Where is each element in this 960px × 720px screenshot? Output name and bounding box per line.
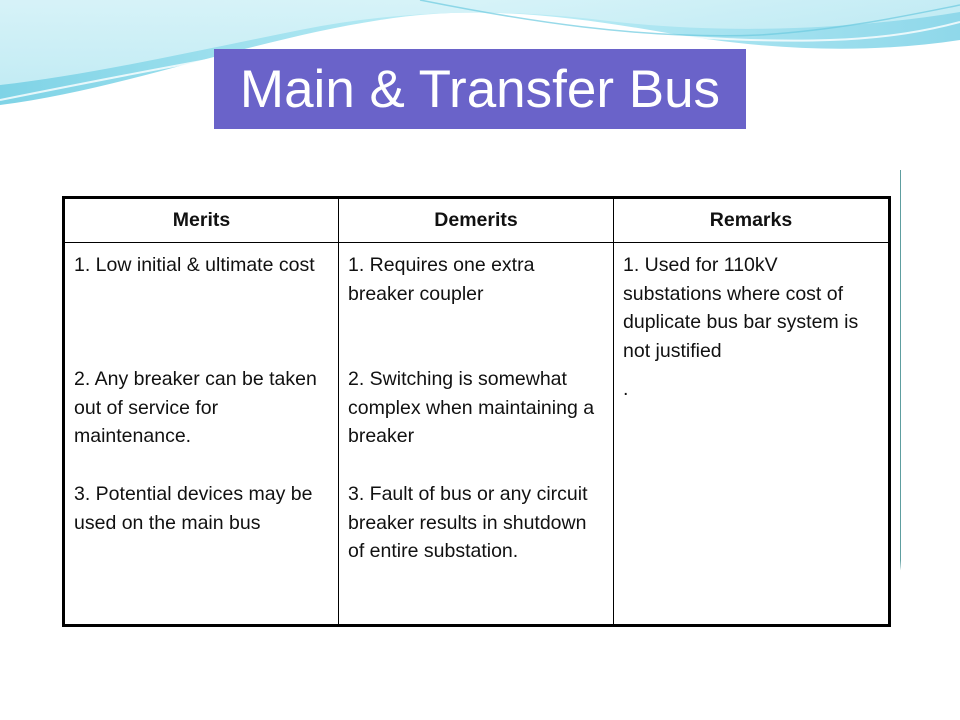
table-header-row: Merits Demerits Remarks <box>63 197 890 243</box>
header-remarks: Remarks <box>613 197 890 243</box>
slide-title: Main & Transfer Bus <box>239 59 721 119</box>
remarks-cell: 1. Used for 110kV substations where cost… <box>613 242 890 626</box>
top-swoosh-line <box>0 21 960 101</box>
header-merits: Merits <box>63 197 339 243</box>
demerit-item-3: 3. Fault of bus or any circuit breaker r… <box>348 483 588 562</box>
demerits-cell: 1. Requires one extra breaker coupler 2.… <box>338 242 614 626</box>
comparison-table: Merits Demerits Remarks 1. Low initial &… <box>62 196 891 627</box>
merits-cell: 1. Low initial & ultimate cost 2. Any br… <box>63 242 339 626</box>
merit-item-3: 3. Potential devices may be used on the … <box>74 483 313 534</box>
demerit-item-1: 1. Requires one extra breaker coupler <box>348 254 535 305</box>
remark-item-2: . <box>623 378 629 400</box>
demerit-item-2: 2. Switching is somewhat complex when ma… <box>348 368 595 447</box>
title-banner: Main & Transfer Bus <box>214 49 746 129</box>
top-swoosh-highlight <box>0 0 960 85</box>
merit-item-2: 2. Any breaker can be taken out of servi… <box>74 368 317 447</box>
remark-item-1: 1. Used for 110kV substations where cost… <box>623 254 859 362</box>
merit-item-1: 1. Low initial & ultimate cost <box>74 254 315 276</box>
top-swoosh-line-2 <box>419 0 960 37</box>
header-demerits: Demerits <box>338 197 614 243</box>
table-row: 1. Low initial & ultimate cost 2. Any br… <box>63 242 890 626</box>
